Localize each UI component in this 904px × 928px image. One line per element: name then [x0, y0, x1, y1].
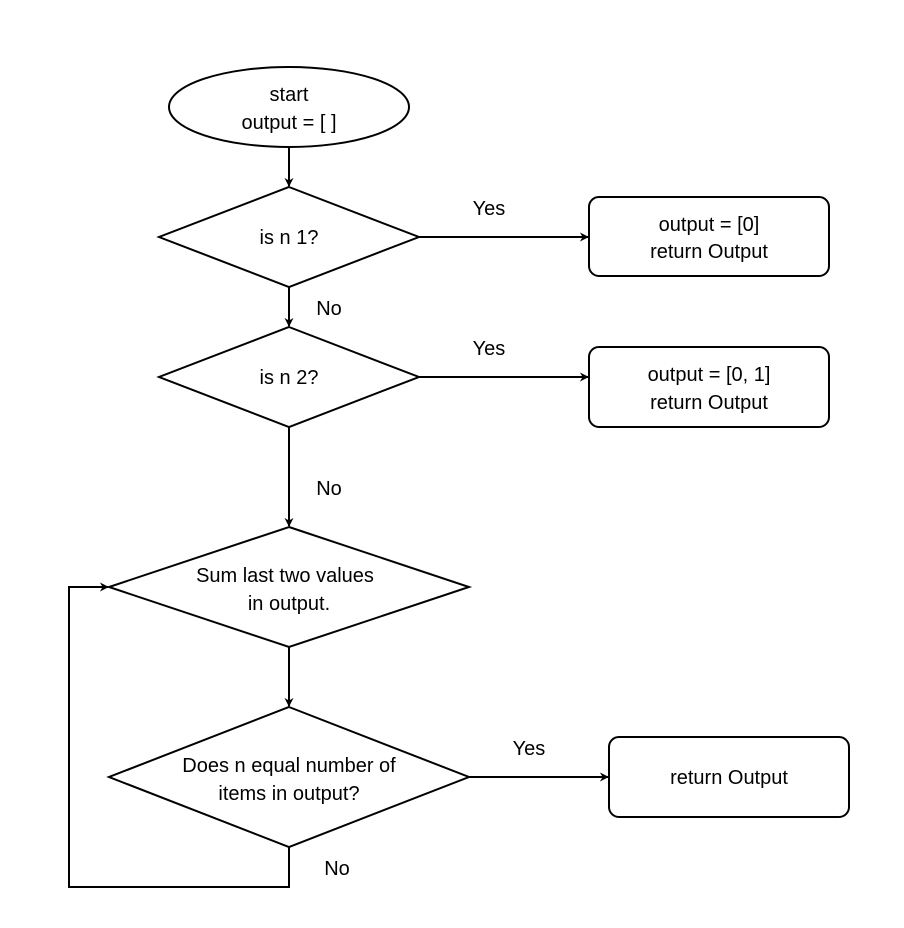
sum-step-line2: in output. [248, 593, 330, 615]
decision-count-line1: Does n equal number of [182, 755, 396, 777]
result-n1-box: output = [0] return Output [588, 196, 830, 277]
decision-n2: is n 2? [156, 325, 422, 429]
decision-n1-label: is n 1? [260, 227, 319, 249]
n2-yes-label: Yes [473, 338, 506, 360]
result-n2-output: output = [0, 1] [648, 364, 771, 386]
decision-count-line2: items in output? [218, 783, 359, 805]
result-n1-output: output = [0] [659, 214, 760, 236]
start-output-label: output = [ ] [241, 112, 336, 134]
sum-step-line1: Sum last two values [196, 565, 374, 587]
result-final-box: return Output [608, 736, 850, 818]
n1-yes-label: Yes [473, 198, 506, 220]
decision-n1: is n 1? [156, 185, 422, 289]
result-n2-return: return Output [650, 392, 768, 414]
result-n2-box: output = [0, 1] return Output [588, 346, 830, 428]
sum-step-node: Sum last two values in output. [105, 525, 473, 649]
decision-n2-label: is n 2? [260, 367, 319, 389]
count-yes-label: Yes [513, 738, 546, 760]
n1-no-label: No [316, 298, 342, 320]
result-final-label: return Output [670, 767, 788, 789]
result-n1-return: return Output [650, 241, 768, 263]
decision-count: Does n equal number of items in output? [106, 705, 472, 849]
n2-no-label: No [316, 478, 342, 500]
arrow-count-no-loop [68, 582, 290, 888]
count-no-label: No [324, 858, 350, 880]
start-label: start [270, 84, 309, 106]
start-node: start output = [ ] [168, 66, 410, 148]
